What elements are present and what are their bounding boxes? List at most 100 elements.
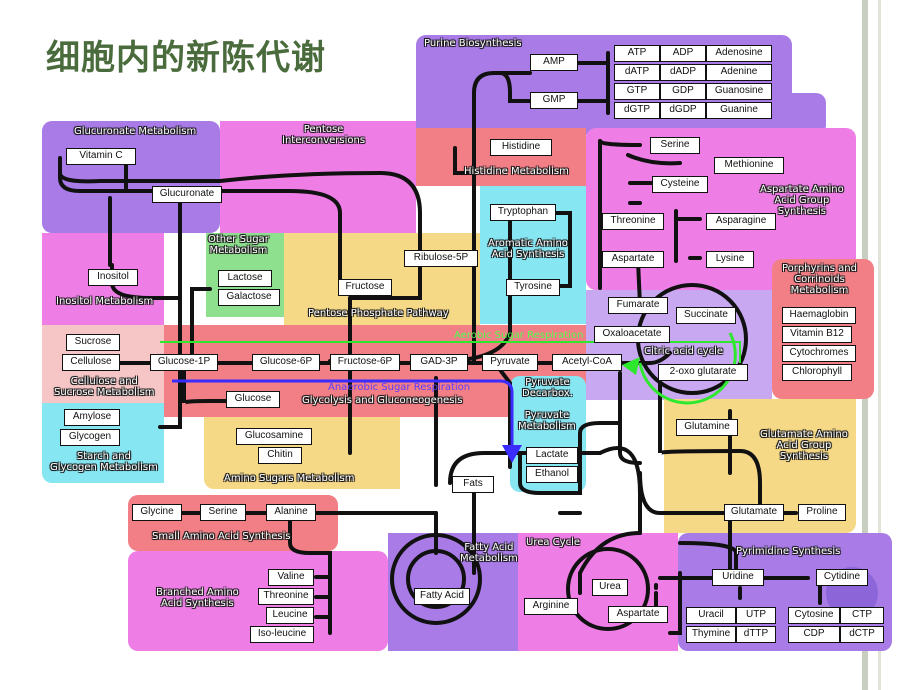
node-ribulose: Ribulose-5P [404,250,478,267]
node-amylose: Amylose [64,409,120,426]
region-label-branched-line1: Branched Amino [156,587,239,598]
node-vitamin-b12: Vitamin B12 [782,326,852,343]
node-glycogen: Glycogen [60,429,120,446]
node-dttp: dTTP [736,626,776,643]
node-gad3p: GAD-3P [410,354,468,371]
node-sucrose: Sucrose [66,334,120,351]
node-fatty-acid: Fatty Acid [414,588,470,605]
region-label-pyrimidine: Pyrimidine Synthesis [736,546,841,557]
region-histidine [416,128,586,186]
node-chlorophyll: Chlorophyll [782,364,852,381]
region-label-starch-line1: Starch and [76,451,131,462]
node-serine-low: Serine [200,504,246,521]
node-lysine: Lysine [706,251,754,268]
node-threonine-top: Threonine [602,213,664,230]
node-aspartate-top: Aspartate [602,251,664,268]
node-lactose: Lactose [218,270,272,287]
node-cdp: CDP [788,626,840,643]
region-label-glutamate-line2: Acid Group [776,440,832,451]
region-label-ppp: Pentose Phosphate Pathway [308,308,449,319]
region-label-pentose-line1: Pentose [303,124,344,135]
node-dgtp: dGTP [614,102,660,119]
page-title: 细胞内的新陈代谢 [46,38,326,78]
region-label-aspartate-line3: Synthesis [777,206,826,217]
node-gmp: GMP [530,92,578,109]
node-leucine: Leucine [266,607,314,624]
region-label-inositol: Inositol Metabolism [56,296,154,307]
node-glucose: Glucose [226,391,280,408]
region-label-porphyrins-line3: Metabolism [790,285,849,296]
node-glucose1p: Glucose-1P [150,354,218,371]
node-cellulose: Cellulose [62,354,120,371]
node-cytochromes: Cytochromes [782,345,856,362]
node-glucose6p: Glucose-6P [252,354,320,371]
node-proline: Proline [798,504,846,521]
region-label-aromatic-line2: Acid Synthesis [491,249,565,260]
pathway-connectors [58,51,878,635]
node-tyrosine: Tyrosine [506,279,560,296]
node-guanosine: Guanosine [706,83,772,100]
region-label-purine: Purine Biosynthesis [424,38,522,49]
node-dgdp: dGDP [660,102,706,119]
node-fructose: Fructose [338,279,392,296]
region-label-glutamate-line1: Glutamate Amino [760,429,848,440]
region-label-other-sugar-line1: Other Sugar [208,234,269,245]
region-label-glucuronate: Glucuronate Metabolism [74,126,197,137]
node-fructose6p: Fructose-6P [330,354,400,371]
node-vitamin-c: Vitamin C [66,148,136,165]
node-isoleucine: Iso-leucine [250,626,314,643]
node-urea: Urea [592,579,628,596]
node-glucuronate: Glucuronate [152,186,222,203]
region-label-anaerobic: Anaerobic Sugar Respiration [328,382,471,393]
node-utp: UTP [736,607,776,624]
region-label-citric: Citric acid cycle [644,346,724,357]
node-asparagine: Asparagine [706,213,776,230]
node-oxoglutarate: 2-oxo glutarate [658,364,748,381]
region-label-aspartate-line1: Aspartate Amino [760,184,844,195]
node-galactose: Galactose [218,289,280,306]
region-label-pentose-line2: Interconversions [282,135,366,146]
slide-border-bar-thin [878,0,881,690]
node-uracil: Uracil [686,607,736,624]
region-label-other-sugar-line2: Metabolism [209,245,268,256]
region-label-fatty-acid-line1: Fatty Acid [464,542,514,553]
region-label-porphyrins-line1: Porphyrins and [782,263,857,274]
node-threonine-low: Threonine [258,588,314,605]
metabolic-pathway-diagram: Purine Biosynthesis Glucuronate Metaboli… [40,33,896,665]
region-label-glutamate-line3: Synthesis [779,451,829,462]
node-oxaloacetate: Oxaloacetate [594,326,670,343]
node-gdp: GDP [660,83,706,100]
node-arginine: Arginine [524,598,578,615]
node-adenosine: Adenosine [706,45,772,62]
region-label-histidine: Histidine Metabolism [464,166,569,177]
node-datp: dATP [614,64,660,81]
region-label-porphyrins-line2: Corrinoids [794,274,845,285]
region-label-cellulose-line1: Cellulose and [70,376,138,387]
region-label-aromatic-line1: Aromatic Amino [488,238,568,249]
node-tryptophan: Tryptophan [490,204,556,221]
node-amp: AMP [530,54,578,71]
node-fumarate: Fumarate [608,297,668,314]
region-label-amino-sugars: Amino Sugars Metabolism [224,473,355,484]
node-cytidine: Cytidine [816,569,868,586]
region-label-pyruvate-decarbox-line2: Decarbox. [522,388,573,399]
node-glutamate: Glutamate [724,504,784,521]
node-chitin: Chitin [258,447,302,464]
node-serine-top: Serine [650,137,700,154]
region-label-pyruvate-met-line1: Pyruvate [524,410,570,421]
node-glucosamine: Glucosamine [236,428,312,445]
node-atp: ATP [614,45,660,62]
node-glutamine: Glutamine [676,419,738,436]
node-guanine: Guanine [706,102,772,119]
node-alanine: Alanine [266,504,316,521]
